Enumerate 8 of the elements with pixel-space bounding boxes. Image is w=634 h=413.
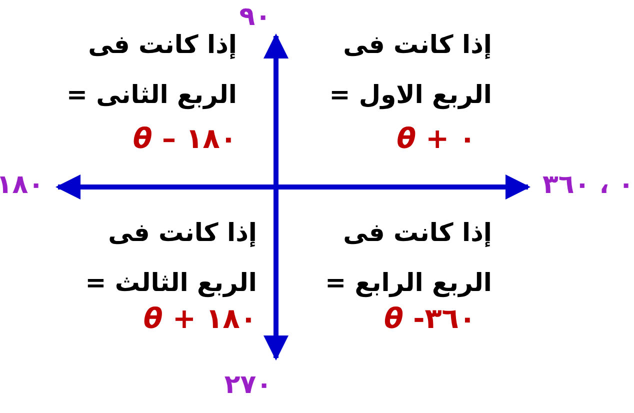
quadrant-rule-text: إذا كانت فى الربع الاول = (328, 29, 492, 112)
quadrant-rule-text: إذا كانت فى الربع الثالث = (84, 217, 257, 300)
axis-angle-label: ١٨٠ (0, 170, 44, 200)
quadrant-rule-text: إذا كانت فى الربع الثانى = (65, 29, 237, 112)
axis-angle-label: ٢٧٠ (224, 370, 272, 400)
axis-angle-label: ٣٦٠ ، ٠ (542, 170, 634, 200)
axis-angle-label: ٩٠ (239, 2, 271, 32)
quadrant-rule-text: إذا كانت فى الربع الرابع = (324, 217, 492, 300)
